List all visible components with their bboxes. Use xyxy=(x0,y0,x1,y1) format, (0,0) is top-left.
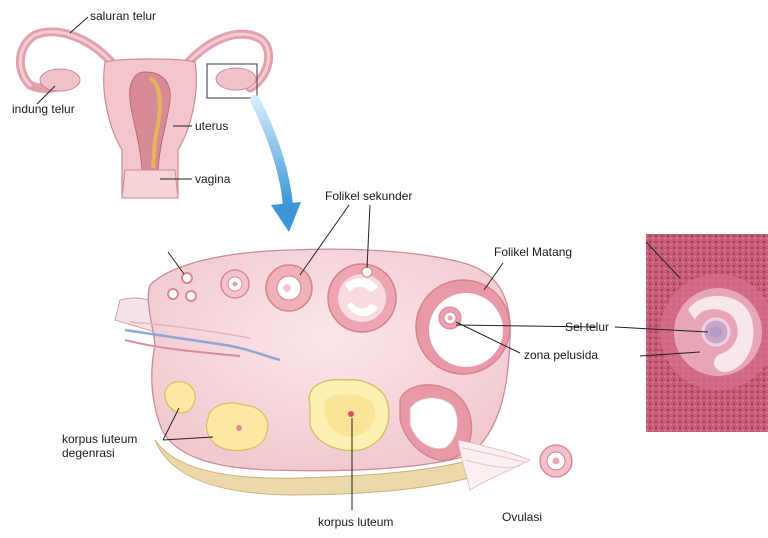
zoom-arrow xyxy=(255,100,301,232)
label-vagina: vagina xyxy=(195,172,230,186)
left-ovary-small xyxy=(40,69,80,91)
label-zona-pellucida: zona pelusida xyxy=(524,348,598,362)
label-ovary: indung telur xyxy=(12,102,75,116)
primary-follicle xyxy=(168,289,178,299)
primary-follicle xyxy=(182,273,192,283)
label-corpus-luteum-degenerating-line1: korpus luteum xyxy=(62,432,137,446)
label-ovulation: Ovulasi xyxy=(502,510,542,524)
label-uterus: uterus xyxy=(195,119,228,133)
label-fallopian-tube: saluran telur xyxy=(90,9,156,23)
ovulation-stream xyxy=(458,440,530,490)
ovary-cross-section xyxy=(115,249,572,495)
right-ovary-small xyxy=(216,68,256,90)
primary-follicle xyxy=(186,291,196,301)
label-corpus-luteum: korpus luteum xyxy=(318,515,393,529)
label-egg-cell: Sel telur xyxy=(565,320,609,334)
label-corpus-luteum-degenerating-line2: degenrasi xyxy=(62,446,115,460)
label-mature-follicle: Folikel Matang xyxy=(494,245,572,259)
micrograph-image xyxy=(646,234,768,432)
label-secondary-follicle: Folikel sekunder xyxy=(325,189,412,203)
